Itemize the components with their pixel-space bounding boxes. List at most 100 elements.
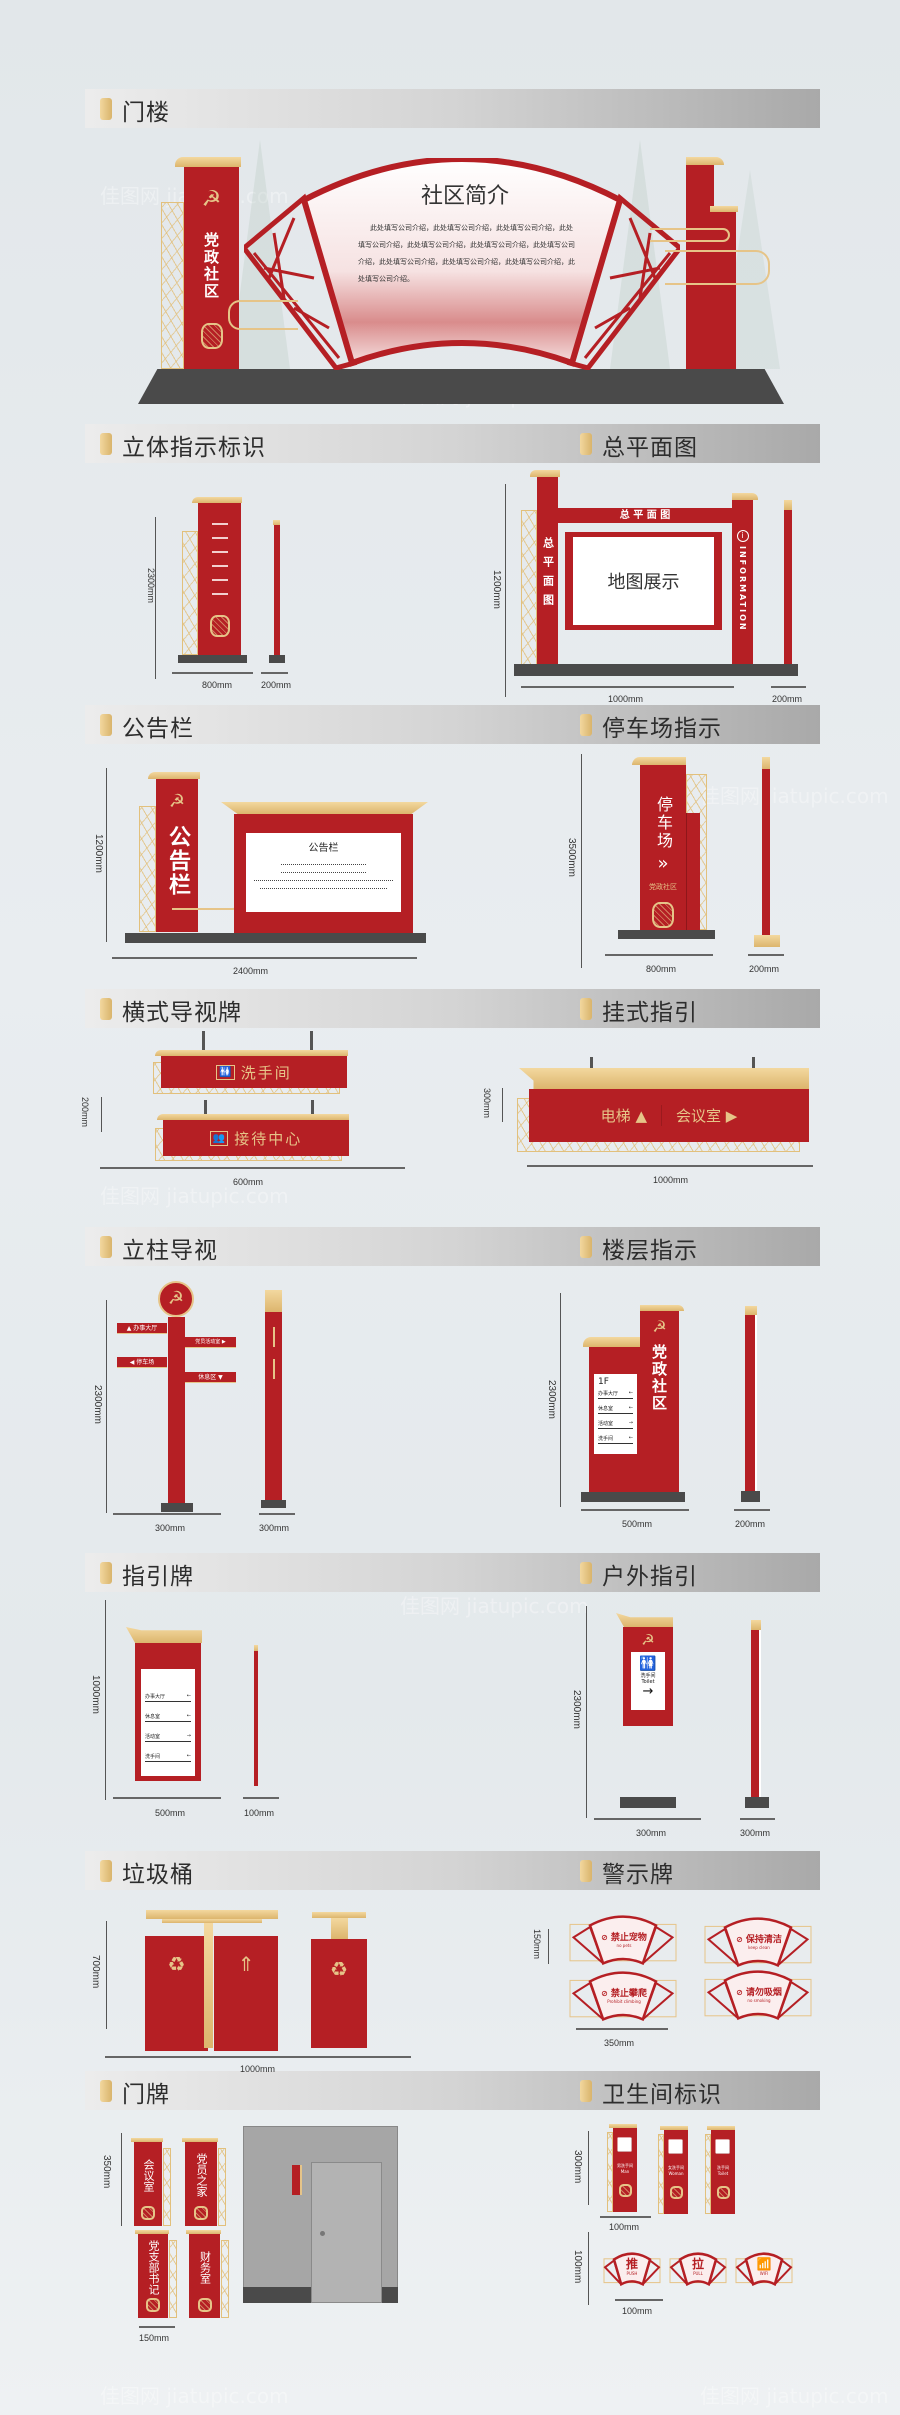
arrow-up-icon: ▲ <box>635 1107 647 1125</box>
sign-base <box>178 655 247 663</box>
door-sign-pull: 拉 PULL <box>668 2252 728 2286</box>
trash-bin: ♻ <box>145 1936 208 2051</box>
party-emblem-icon: ☭ <box>167 1288 185 1309</box>
door <box>311 2162 382 2303</box>
dimension-line <box>588 2131 589 2205</box>
direction-meeting-room: 会议室 ▶ <box>662 1105 737 1126</box>
notice-board: 公告栏 <box>234 814 413 933</box>
gold-cap <box>254 1645 258 1651</box>
dimension-label: 500mm <box>622 1519 653 1529</box>
gold-cap <box>155 1050 348 1056</box>
pillar-text: 党政社区 <box>202 232 220 300</box>
dimension-line <box>605 954 713 956</box>
prohibit-icon: ⊘ <box>601 1989 608 1998</box>
horizontal-sign-reception: 👥 接待中心 <box>163 1120 349 1156</box>
plate-body: 党支部书记 <box>138 2234 168 2318</box>
dimension-line <box>100 1167 405 1169</box>
arrow-right-icon: ▶ <box>221 1339 226 1345</box>
arrow-right-icon: → <box>642 1684 654 1699</box>
section-title: 门楼 <box>122 100 170 126</box>
dimension-label: 200mm <box>261 680 292 690</box>
dimension-label: 300mm <box>259 1523 290 1533</box>
door-plate: 财务室 <box>186 2230 229 2318</box>
notice-paper: 公告栏 <box>246 833 401 912</box>
pillar-text: 公告栏 <box>165 825 190 897</box>
double-chevron-icon: » <box>657 853 669 874</box>
directory-row: 休息室← <box>145 1713 191 1722</box>
lattice-panel <box>161 202 184 369</box>
bullet-icon <box>580 433 592 455</box>
dimension-line <box>586 1606 587 1818</box>
toilet-icon: 🚻 <box>639 1656 657 1672</box>
guide-post-emblem: ☭ <box>158 1281 194 1317</box>
warning-sign-no-pets: ⊘ 禁止宠物 no pets <box>568 1914 678 1966</box>
gold-cap <box>157 1114 349 1120</box>
row-label: 休息室 <box>145 1714 161 1720</box>
guide-post-side <box>265 1312 282 1500</box>
lattice-panel <box>221 2240 229 2318</box>
sign-label-en: Toilet <box>717 2171 729 2176</box>
sign-label: 拉 <box>691 2257 704 2271</box>
sign-base <box>261 1500 286 1508</box>
sign-label: 保持清洁 <box>745 1935 782 1945</box>
bullet-icon <box>100 1860 112 1882</box>
sign-label: 电梯 <box>600 1107 631 1125</box>
sign-base <box>269 655 285 663</box>
directory-row: 洗手间← <box>145 1753 191 1762</box>
map-display-area: 地图展示 <box>573 537 714 625</box>
dimension-line <box>113 1513 221 1515</box>
restroom-icon: 🚻 <box>216 1064 235 1080</box>
warning-sign-no-smoking: ⊘ 请勿吸烟 no smoking <box>703 1969 813 2021</box>
direction-elevator: 电梯 ▲ <box>601 1105 662 1126</box>
dimension-line <box>748 954 784 956</box>
dimension-line <box>106 768 107 942</box>
fan-body-text: 此处填写公司介绍，此处填写公司介绍，此处填写公司介绍，此处填写公司介绍，此处填写… <box>358 224 575 283</box>
party-emblem-icon: ☭ <box>201 187 222 212</box>
hanging-rod <box>590 1057 593 1077</box>
sign-label-en: PULL <box>693 2271 703 2276</box>
watermark: 佳图网 jiatupic.com <box>400 1594 589 1618</box>
hanging-rod <box>311 1100 314 1114</box>
dimension-line <box>740 1818 775 1820</box>
directory-row: 活动室→ <box>145 1733 191 1742</box>
gold-cap <box>686 157 724 165</box>
octagon-ornament-icon <box>716 2186 730 2199</box>
lattice-panel <box>623 1726 673 1797</box>
octagon-ornament-icon <box>197 2298 212 2312</box>
gold-cap <box>126 1627 202 1643</box>
dimension-line <box>112 957 417 959</box>
dimension-label: 200mm <box>772 694 803 704</box>
dimension-line <box>502 1088 503 1122</box>
lattice-panel <box>607 2132 613 2212</box>
fan-panel <box>744 2252 784 2286</box>
bin-stem <box>331 1918 348 1939</box>
dimension-label: 800mm <box>202 680 233 690</box>
dimension-label: 150mm <box>139 2333 170 2343</box>
sign-base <box>618 930 715 939</box>
text-line <box>259 888 388 889</box>
gold-base <box>754 935 780 947</box>
dimension-line <box>172 672 253 674</box>
warning-sign-no-climbing: ⊘ 禁止攀爬 Prohibit climbing <box>568 1970 678 2022</box>
gate-right-pillar <box>686 165 714 369</box>
sign-base <box>161 1503 193 1512</box>
octagon-ornament-icon <box>209 615 230 637</box>
octagon-ornament-icon <box>669 2186 683 2199</box>
bin-canopy <box>162 1919 262 1923</box>
guide-card: 办事大厅 ← 休息室← 活动室→ 洗手间← <box>141 1669 195 1776</box>
arrow-icon: ← <box>628 1405 633 1411</box>
dimension-line <box>581 754 582 968</box>
dimension-line <box>521 686 734 688</box>
dimension-line <box>155 517 156 679</box>
dimension-label: 1000mm <box>653 1175 689 1185</box>
door-sign-push: 推 PUSH <box>602 2252 662 2286</box>
octagon-ornament-icon <box>618 2184 632 2197</box>
dimension-line <box>259 1513 295 1515</box>
arrow-icon: ← <box>186 1753 191 1759</box>
section-header-post: 立柱导视 楼层指示 <box>85 1227 820 1266</box>
sign-label: 📶 <box>748 2257 780 2271</box>
watermark: 佳图网 jiatupic.com <box>100 2384 289 2408</box>
row-label: 办事大厅 <box>145 1694 166 1700</box>
dimension-label: 200mm <box>735 1519 766 1529</box>
section-title: 停车场指示 <box>602 716 722 742</box>
